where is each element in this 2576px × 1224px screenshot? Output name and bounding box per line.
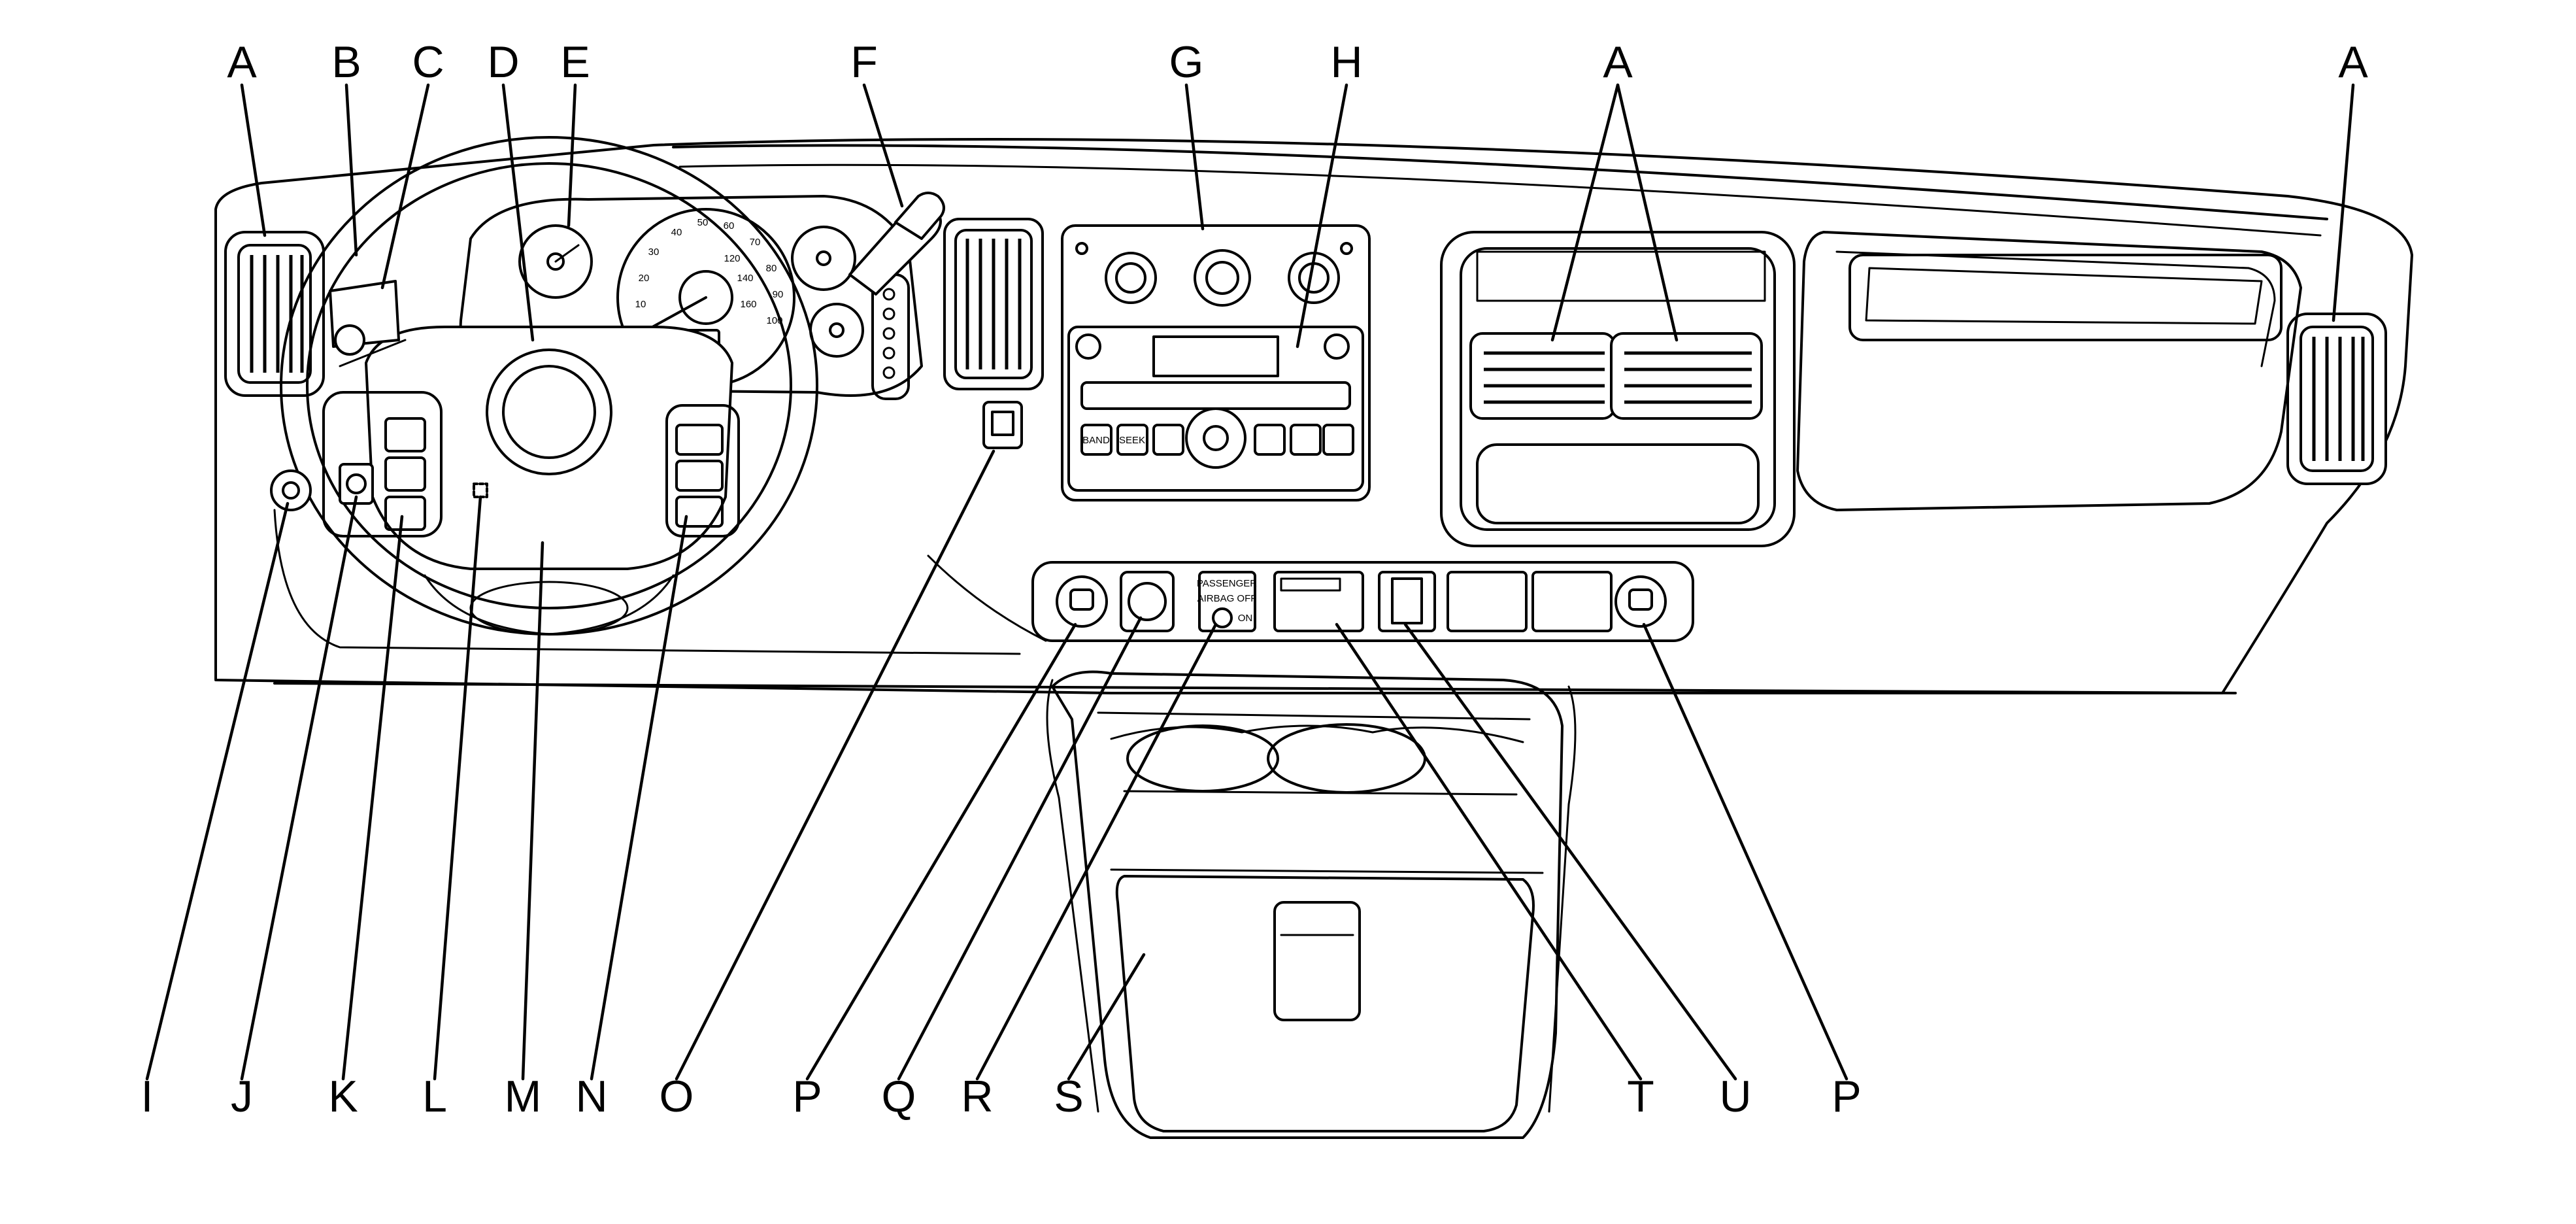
callout-n: N — [575, 1072, 607, 1121]
passenger-airbag-text: PASSENGER — [1197, 578, 1257, 589]
center-console — [1046, 670, 1577, 1139]
glove-box-lid — [1796, 231, 2302, 511]
right-wheel-controls — [665, 404, 740, 537]
callout-j: J — [231, 1072, 253, 1121]
dashboard-body — [214, 138, 2413, 694]
ignition — [270, 469, 312, 511]
callout-m: M — [505, 1072, 542, 1121]
left-controls — [270, 280, 407, 511]
horn-emblem — [486, 348, 612, 475]
speed-40: 40 — [671, 227, 682, 238]
airbag-off-text: AIRBAG OFF — [1197, 593, 1257, 604]
speed-30: 30 — [648, 246, 660, 258]
turn-signal-lever — [848, 192, 945, 296]
center-stack: BAND SEEK — [1061, 224, 1371, 502]
callout-p-right: P — [1832, 1072, 1861, 1121]
rocker-switch — [1378, 571, 1436, 632]
radio-seek-label: SEEK — [1119, 435, 1145, 446]
blank-switch-2 — [1531, 571, 1613, 632]
speed-60: 60 — [724, 220, 735, 231]
left-vent — [224, 231, 325, 397]
speed-160: 160 — [740, 299, 756, 310]
climate-controls — [1075, 242, 1353, 307]
callout-b: B — [331, 37, 361, 87]
callout-k: K — [328, 1072, 358, 1121]
speed-10: 10 — [635, 299, 646, 310]
callout-u: U — [1719, 1072, 1751, 1121]
speed-80: 80 — [766, 263, 777, 274]
speed-140: 140 — [737, 273, 753, 284]
callout-e: E — [560, 37, 590, 87]
traction-button — [1120, 571, 1175, 632]
callout-p-left: P — [792, 1072, 822, 1121]
center-left-vent — [943, 218, 1044, 390]
radio-band-label: BAND — [1082, 435, 1110, 446]
callout-c: C — [412, 37, 444, 87]
callout-s: S — [1054, 1072, 1083, 1121]
speed-20: 20 — [639, 273, 650, 284]
callout-h: H — [1330, 37, 1362, 87]
blank-switch-1 — [1447, 571, 1528, 632]
temp-gauge — [791, 226, 856, 291]
small-switch — [982, 401, 1023, 449]
airbag-indicator: PASSENGER AIRBAG OFF ON — [1197, 571, 1257, 632]
callout-a-center: A — [1603, 37, 1633, 87]
airbag-on-text: ON — [1238, 613, 1253, 624]
callout-a-left: A — [227, 37, 257, 87]
callout-d: D — [487, 37, 519, 87]
callout-l: L — [422, 1072, 447, 1121]
callout-q: Q — [882, 1072, 916, 1121]
oil-gauge — [809, 303, 864, 358]
center-vent-pod — [1440, 231, 1796, 547]
callout-letters: A B C D E F G H A A I J K L M N O P Q R … — [141, 37, 2369, 1121]
speed-50: 50 — [697, 217, 709, 228]
left-wheel-controls — [322, 391, 443, 537]
right-vent — [2286, 313, 2387, 485]
callout-f: F — [850, 37, 878, 87]
speed-120: 120 — [724, 253, 740, 264]
steering-wheel — [280, 136, 818, 636]
callout-i: I — [141, 1072, 154, 1121]
leader-lines — [145, 83, 2355, 1081]
callout-g: G — [1169, 37, 1204, 87]
storage-slot — [1273, 571, 1364, 632]
callout-a-right: A — [2338, 37, 2368, 87]
console-storage-lid — [1115, 875, 1535, 1132]
callout-t: T — [1627, 1072, 1654, 1121]
callout-r: R — [961, 1072, 993, 1121]
radio: BAND SEEK — [1067, 326, 1364, 492]
power-outlet-right — [1614, 575, 1667, 628]
lower-switch-strip: PASSENGER AIRBAG OFF ON — [1031, 561, 1694, 642]
power-outlet-left — [1056, 575, 1108, 628]
callout-o: O — [660, 1072, 694, 1121]
speed-90: 90 — [773, 289, 784, 300]
speed-70: 70 — [750, 237, 761, 248]
instrument-cluster: 10 20 30 40 50 60 70 80 90 100 120 140 1… — [459, 195, 923, 400]
